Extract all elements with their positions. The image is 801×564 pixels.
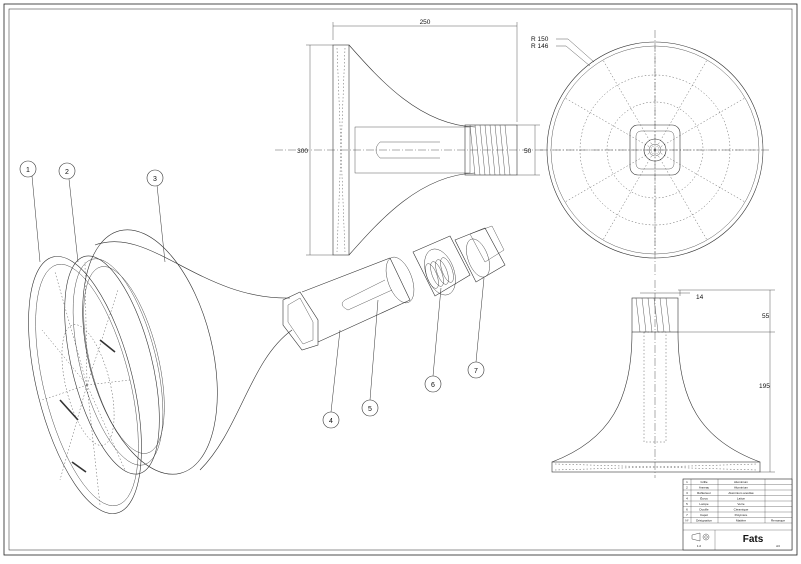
svg-text:N°: N° (685, 519, 689, 523)
svg-text:Matière: Matière (736, 519, 746, 523)
grid-part (28, 256, 142, 514)
dim-height-left: 300 (297, 148, 308, 155)
svg-text:7: 7 (686, 513, 688, 517)
dim-width-top: 250 (420, 19, 431, 26)
cap-part (454, 225, 506, 283)
side-section-view (275, 44, 545, 256)
dim-horn-height: 195 (759, 383, 770, 390)
svg-text:7: 7 (474, 368, 478, 375)
socket-part (412, 235, 471, 297)
svg-text:Anneau: Anneau (699, 486, 710, 490)
svg-text:Douille: Douille (699, 508, 709, 512)
svg-text:6: 6 (431, 382, 435, 389)
side-horn-top (348, 44, 476, 128)
dim-radius-outer: R 150 (531, 36, 549, 43)
svg-text:3: 3 (686, 491, 688, 495)
sheet-border (3, 3, 798, 556)
svg-text:Remarque: Remarque (771, 519, 785, 523)
projection-symbol (691, 532, 710, 542)
svg-text:Aluminium anodisé: Aluminium anodisé (728, 491, 754, 495)
svg-text:Lampe: Lampe (699, 502, 709, 506)
svg-text:Céramique: Céramique (734, 508, 749, 512)
side-flange (332, 44, 350, 256)
svg-text:5: 5 (686, 502, 688, 506)
svg-text:Aluminium: Aluminium (734, 486, 749, 490)
front-socket-square (629, 124, 681, 176)
svg-text:2: 2 (686, 486, 688, 490)
nut-part (282, 291, 319, 351)
svg-text:1: 1 (686, 480, 688, 484)
balloon-1: 1 (19, 160, 37, 178)
bottom-flange (551, 461, 761, 473)
svg-text:Réflecteur: Réflecteur (697, 491, 711, 495)
ring-part (64, 255, 165, 475)
svg-text:Capot: Capot (700, 513, 708, 517)
svg-text:Désignation: Désignation (696, 519, 712, 523)
svg-text:3: 3 (153, 176, 157, 183)
svg-text:2: 2 (65, 169, 69, 176)
balloon-6: 6 (424, 375, 442, 393)
dim-radius-inner: R 146 (531, 43, 549, 50)
project-title: Fats (743, 534, 764, 545)
lamp-part (301, 256, 415, 343)
svg-text:Laiton: Laiton (737, 497, 746, 501)
isometric-exploded-view (28, 225, 506, 514)
dim-neck-height: 55 (762, 313, 770, 320)
svg-text:Polymère: Polymère (735, 513, 748, 517)
front-outer-circle (546, 41, 764, 259)
bottom-horn-right (677, 331, 761, 463)
side-socket (464, 124, 518, 176)
svg-text:Grille: Grille (700, 480, 707, 484)
svg-text:Verre: Verre (737, 502, 745, 506)
bottom-horn-left (551, 331, 633, 463)
balloons: 1 2 3 4 5 6 7 (19, 160, 485, 429)
title-sheet: A3 (776, 544, 780, 548)
side-dimensions (306, 22, 540, 256)
front-radius-leaders (556, 38, 595, 67)
balloon-leaders (31, 175, 485, 413)
side-horn-bottom (348, 172, 476, 256)
title-scale: 1:2 (697, 544, 702, 548)
bottom-side-view (551, 280, 761, 478)
dim-neck-diameter: 50 (524, 148, 532, 155)
title-block: 1 2 3 4 5 6 7 N° Grille Anneau Réflecteu… (682, 478, 793, 551)
bottom-dimensions (640, 289, 775, 473)
balloon-5: 5 (361, 399, 379, 417)
balloon-2: 2 (58, 162, 76, 180)
front-view (540, 30, 770, 275)
reflector-part (82, 229, 293, 475)
svg-text:1: 1 (26, 167, 30, 174)
svg-text:6: 6 (686, 508, 688, 512)
dim-neck-offset: 14 (696, 294, 704, 301)
side-lamp-outline (354, 126, 471, 174)
svg-text:Écrou: Écrou (700, 496, 708, 501)
svg-text:4: 4 (329, 418, 333, 425)
svg-text:4: 4 (686, 497, 688, 501)
balloon-3: 3 (146, 169, 164, 187)
svg-text:5: 5 (368, 406, 372, 413)
balloon-4: 4 (322, 411, 340, 429)
balloon-7: 7 (467, 361, 485, 379)
svg-text:Aluminium: Aluminium (734, 480, 749, 484)
sheet-inner-border (8, 8, 793, 551)
